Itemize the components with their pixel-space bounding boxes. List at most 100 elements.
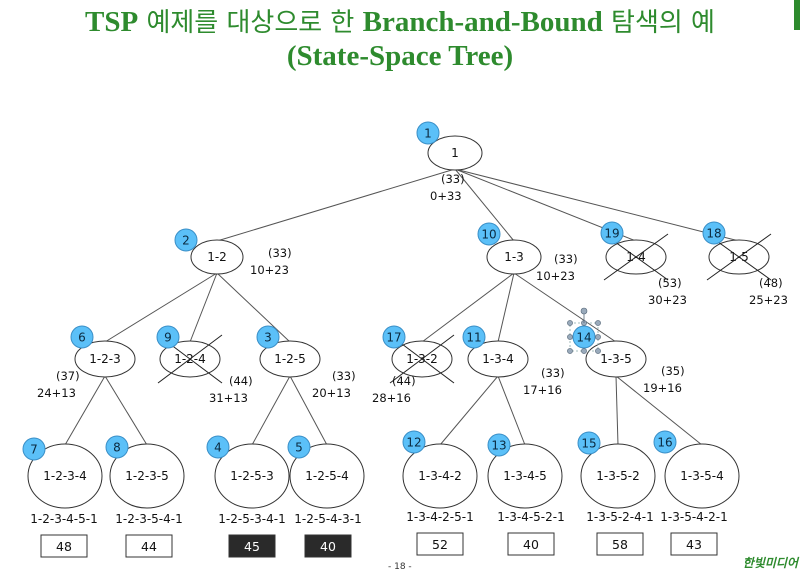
tour-path: 1-3-5-4-2-1 <box>660 510 727 524</box>
node-ellipse <box>74 340 136 378</box>
visit-order-number: 8 <box>113 441 121 455</box>
node-label: 1-3 <box>504 250 524 264</box>
tour-cost: 40 <box>320 539 336 554</box>
bound-value: (37) <box>56 369 80 383</box>
visit-order-badge-n14: 14 <box>572 325 596 349</box>
node-label: 1-3-5-2 <box>596 469 640 483</box>
tree-node-n5: 1-2-5-4 <box>289 443 365 509</box>
tree-edge-n2-n3 <box>216 272 291 343</box>
tree-edge-n11-n12 <box>439 375 499 446</box>
tour-path: 1-2-3-4-5-1 <box>30 512 97 526</box>
node-label: 1-3-5 <box>600 352 632 366</box>
node-label: 1-3-4-2 <box>418 469 462 483</box>
tour-result-n12: 1-3-4-2-5-152 <box>406 510 474 556</box>
visit-order-badge-n4: 4 <box>206 435 230 459</box>
bound-expression: 10+23 <box>536 269 575 283</box>
bound-expression: 25+23 <box>749 293 788 307</box>
bound-expression: 20+13 <box>312 386 351 400</box>
prune-cross-b <box>389 334 455 384</box>
visit-order-badge-n6: 6 <box>70 325 94 349</box>
tour-path: 1-3-4-5-2-1 <box>497 510 564 524</box>
tree-node-n8: 1-2-3-5 <box>109 443 185 509</box>
bound-value: (48) <box>759 276 783 290</box>
visit-order-number: 10 <box>481 228 496 242</box>
tour-cost-box <box>670 532 718 556</box>
node-label: 1-3-5-4 <box>680 469 724 483</box>
tree-edge-n14-n16 <box>615 375 703 446</box>
tour-result-n5: 1-2-5-4-3-140 <box>294 512 362 558</box>
tree-node-n1: 1 <box>427 135 483 171</box>
visit-order-number: 4 <box>214 441 222 455</box>
bound-value: (44) <box>392 374 416 388</box>
node-ellipse <box>486 239 542 275</box>
bound-expression: 31+13 <box>209 391 248 405</box>
tree-edge-n2-n6 <box>104 272 218 343</box>
tree-edge-n11-n13 <box>497 375 526 446</box>
visit-order-badge-n18: 18 <box>702 221 726 245</box>
visit-order-badge-n2: 2 <box>174 228 198 252</box>
visit-order-number: 14 <box>576 331 591 345</box>
node-label: 1-2-3 <box>89 352 121 366</box>
bound-label-n3: (33) 20+13 <box>312 369 356 400</box>
visit-order-badge-n10: 10 <box>477 222 501 246</box>
bound-value: (53) <box>658 276 682 290</box>
visit-order-badge-n15: 15 <box>577 431 601 455</box>
bound-expression: 0+33 <box>430 189 462 203</box>
node-label: 1-3-4 <box>482 352 514 366</box>
tour-result-n15: 1-3-5-2-4-158 <box>586 510 654 556</box>
visit-order-number: 7 <box>30 443 38 457</box>
visit-order-number: 9 <box>164 331 172 345</box>
tree-edge-n10-n14 <box>513 272 617 343</box>
node-ellipse <box>580 443 656 509</box>
bound-label-n18: (48) 25+23 <box>749 276 788 307</box>
tour-result-n7: 1-2-3-4-5-1 48 <box>30 512 98 558</box>
node-ellipse <box>214 443 290 509</box>
node-label: 1-2 <box>207 250 227 264</box>
bound-value: (33) <box>332 369 356 383</box>
node-label: 1-3-4-5 <box>503 469 547 483</box>
slide-title-line1: TSP 예제를 대상으로 한 Branch-and-Bound 탐색의 예 <box>0 2 800 39</box>
visit-order-number: 18 <box>706 227 721 241</box>
tour-cost-box <box>40 534 88 558</box>
visit-order-badge-n8: 8 <box>105 435 129 459</box>
visit-order-number: 1 <box>424 127 432 141</box>
prune-cross-b <box>603 233 669 281</box>
node-ellipse <box>190 239 244 275</box>
visit-order-number: 5 <box>295 441 303 455</box>
tree-node-n9: 1-2-4 <box>157 334 223 384</box>
visit-order-number: 6 <box>78 331 86 345</box>
tree-edge-n10-n17 <box>421 272 515 343</box>
tree-edge-n1-n2 <box>216 168 456 242</box>
visit-order-badge-n12: 12 <box>402 430 426 454</box>
tour-path: 1-2-3-5-4-1 <box>115 512 182 526</box>
bound-expression: 28+16 <box>372 391 411 405</box>
node-ellipse <box>259 340 321 378</box>
tour-path: 1-3-5-2-4-1 <box>586 510 653 524</box>
corner-accent <box>794 0 800 30</box>
visit-order-badge-n3: 3 <box>256 325 280 349</box>
tree-node-n14: 1-3-5 <box>585 340 647 378</box>
bound-label-n2: (33)10+23 <box>250 246 292 277</box>
bound-value: (33) <box>441 172 465 186</box>
slide-title-line2: (State-Space Tree) <box>286 40 514 72</box>
bound-value: (33) <box>541 366 565 380</box>
bound-expression: 24+13 <box>37 386 76 400</box>
visit-order-badge-n13: 13 <box>487 433 511 457</box>
visit-order-number: 11 <box>466 331 481 345</box>
tour-cost-box <box>125 534 173 558</box>
node-ellipse <box>585 340 647 378</box>
visit-order-badge-n19: 19 <box>600 221 624 245</box>
tree-node-n16: 1-3-5-4 <box>664 443 740 509</box>
tour-cost: 44 <box>141 539 157 554</box>
node-label: 1-2-3-4 <box>43 469 87 483</box>
tour-cost: 45 <box>244 539 260 554</box>
bound-label-n19: (53)30+23 <box>648 276 687 307</box>
tree-node-n19: 1-4 <box>603 233 669 281</box>
node-ellipse <box>109 443 185 509</box>
tour-cost-box <box>596 532 644 556</box>
tour-result-n4: 1-2-5-3-4-145 <box>218 512 286 558</box>
page-number: - 18 - <box>388 562 412 572</box>
tour-cost: 48 <box>56 539 72 554</box>
bound-expression: 10+23 <box>250 263 289 277</box>
